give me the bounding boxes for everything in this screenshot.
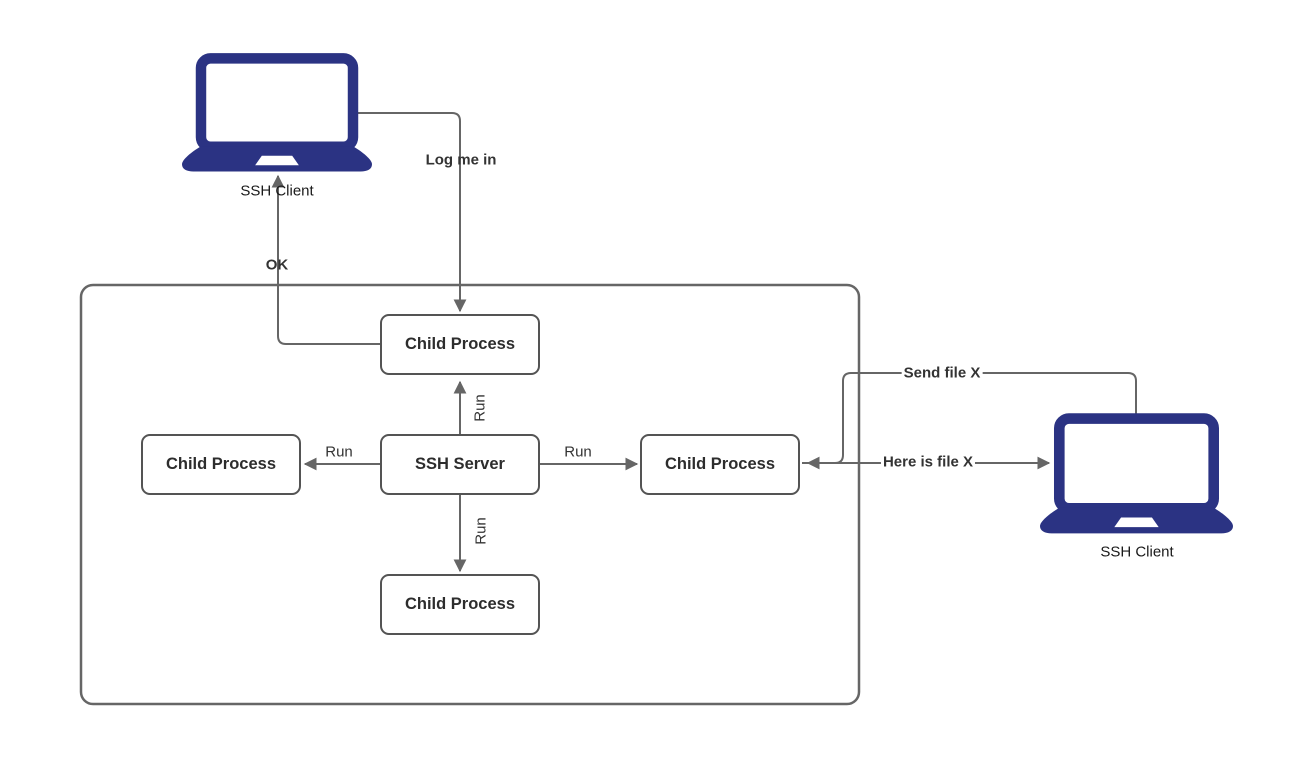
label-run-right: Run (564, 443, 592, 461)
label-run-bottom: Run (472, 517, 490, 545)
label-here-is-file-x: Here is file X (880, 453, 976, 471)
label-ssh-client-right: SSH Client (1100, 543, 1174, 561)
node-child-process-left: Child Process (141, 434, 301, 495)
label-run-top: Run (471, 394, 489, 422)
label-run-left: Run (325, 443, 353, 461)
edge-ok (271, 174, 380, 345)
laptop-icon (1040, 419, 1233, 534)
node-child-process-top: Child Process (380, 314, 540, 375)
node-child-process-right: Child Process (640, 434, 800, 495)
edge-send-file (806, 372, 1137, 470)
laptop-icon (182, 58, 372, 171)
label-send-file-x: Send file X (901, 364, 983, 382)
server-boundary-box (79, 283, 861, 706)
label-log-me-in: Log me in (425, 151, 497, 169)
edge-log-me-in (357, 112, 467, 313)
label-ssh-client-left: SSH Client (240, 182, 314, 200)
node-ssh-server: SSH Server (380, 434, 540, 495)
label-ok: OK (265, 256, 289, 274)
node-child-process-bottom: Child Process (380, 574, 540, 635)
